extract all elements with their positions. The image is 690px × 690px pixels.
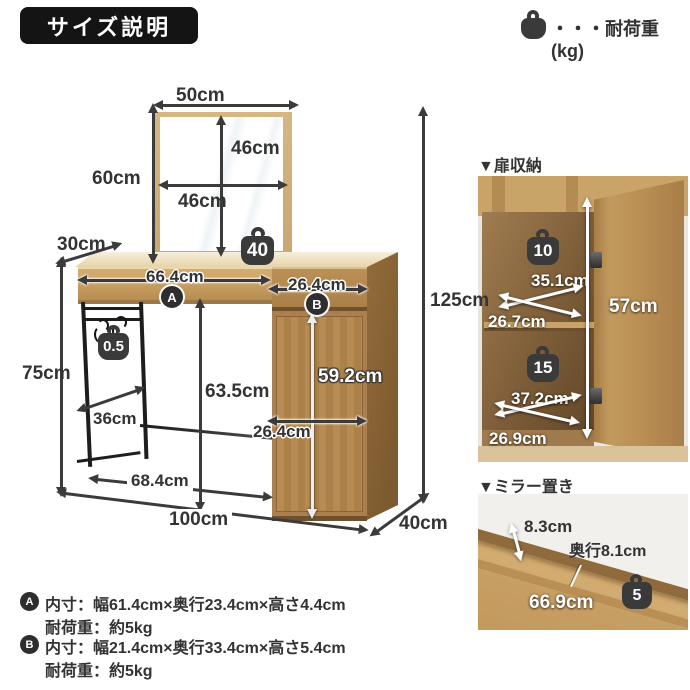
- mirror-tray-group: [478, 526, 688, 630]
- cabinet-door-area: [272, 311, 367, 516]
- dim-label-door-inner-height: 57cm: [609, 296, 658, 317]
- door-hinge: [590, 388, 602, 404]
- footnote-badge-a: A: [20, 592, 39, 611]
- footnote-a-line2: 耐荷重：約5kg: [45, 620, 153, 637]
- dim-label-mirror-inner-width: 46cm: [178, 191, 227, 212]
- dim-label-mirror-height: 60cm: [92, 168, 141, 189]
- photo-upper-post: [566, 176, 578, 216]
- weight-icon-handle: [630, 574, 642, 582]
- interior-floor: [482, 430, 594, 450]
- dim-arrow-drawer-b: [268, 284, 368, 293]
- dim-label-clearance-height: 63.5cm: [205, 381, 270, 402]
- door-storage-heading: ▼扉収納: [478, 158, 542, 175]
- dim-label-drawer-a: 66.4cm: [146, 267, 204, 286]
- leg-back: [139, 301, 149, 459]
- tray-weight-value: 5: [622, 582, 652, 609]
- hook-rail: [84, 318, 140, 321]
- dim-arrow-clearance-height: [195, 298, 204, 512]
- dim-label-total-depth: 40cm: [399, 513, 448, 534]
- weight-icon-handle: [251, 227, 265, 236]
- weight-icon-body: [521, 18, 546, 39]
- hook-weight-value: 0.5: [98, 333, 129, 360]
- leg-top-rail: [84, 307, 140, 310]
- weight-icon-handle: [536, 346, 549, 354]
- section-badge-a: A: [161, 286, 183, 308]
- weight-legend-label: ・・・耐荷重(kg): [551, 19, 659, 61]
- photo-floor: [478, 446, 688, 462]
- photo-upper-post: [492, 176, 505, 216]
- dim-label-total-width: 100cm: [165, 509, 233, 531]
- dim-label-door-upper-depth: 26.7cm: [488, 312, 546, 331]
- weight-icon-handle: [527, 10, 539, 19]
- dim-arrow-mirror-inner-width: [158, 180, 288, 189]
- weight-icon-handle: [107, 325, 120, 333]
- dim-arrow-mirror-width: [153, 100, 299, 109]
- interior-shelf: [484, 322, 594, 331]
- dim-label-cabinet-inner-height: 59.2cm: [318, 366, 383, 387]
- mirror-shelf-heading: ▼ミラー置き: [478, 479, 574, 496]
- dim-label-cabinet-width: 26.4cm: [253, 422, 311, 441]
- leg-front: [81, 301, 93, 467]
- dim-label-drawer-b: 26.4cm: [288, 275, 346, 294]
- weight-icon-handle: [536, 229, 549, 237]
- door-storage-photo: [478, 176, 688, 462]
- page-title: サイズ説明: [20, 7, 198, 44]
- footnote-b-line2: 耐荷重：約5kg: [45, 663, 153, 680]
- dim-arrow-hanger-width: [84, 389, 138, 410]
- desk-top-surface: [75, 252, 398, 267]
- dim-arrow-cabinet-width: [267, 416, 367, 425]
- dim-arrow-total-height: [418, 106, 427, 504]
- dim-arrow-drawer-a: [77, 275, 271, 284]
- dim-label-desk-height: 75cm: [22, 363, 71, 384]
- dim-label-total-height: 125cm: [430, 290, 490, 311]
- mirror-shelf-photo: [478, 494, 688, 630]
- open-door: [594, 180, 684, 460]
- dim-label-door-lower-width: 37.2cm: [511, 389, 569, 408]
- dim-label-mirror-width: 50cm: [176, 85, 225, 106]
- door-hinge: [590, 252, 602, 268]
- cabinet-door: [276, 316, 363, 512]
- dim-label-door-lower-depth: 26.9cm: [489, 429, 547, 448]
- dim-arrow-door-inner-height: [582, 197, 591, 439]
- dim-label-legs-span: 68.4cm: [127, 471, 193, 491]
- dim-label-mirror-inner-height: 46cm: [231, 138, 280, 159]
- mirror-weight-value: 40: [241, 236, 274, 265]
- dim-arrow-mirror-height: [148, 103, 157, 264]
- dim-label-tray-depth: 奥行8.1cm: [569, 543, 647, 560]
- dim-label-top-depth: 30cm: [57, 234, 106, 255]
- dim-label-tray-inner-height: 8.3cm: [524, 517, 573, 536]
- cabinet-side-panel: [367, 252, 398, 520]
- dim-label-hanger-width: 36cm: [93, 409, 137, 428]
- leg-floor-runner: [76, 451, 141, 463]
- footnote-badge-b: B: [20, 635, 39, 654]
- footnote-a-line1: 内寸：幅61.4cm×奥行23.4cm×高さ4.4cm: [45, 597, 346, 614]
- dim-arrow-cabinet-inner-height: [307, 313, 316, 519]
- cabinet-base-strip: [272, 516, 367, 521]
- section-badge-b: B: [306, 293, 328, 315]
- footnote-b-line1: 内寸：幅21.4cm×奥行33.4cm×高さ5.4cm: [45, 640, 346, 657]
- dim-label-tray-inner-width: 66.9cm: [529, 592, 594, 613]
- door-lower-weight-value: 15: [527, 354, 559, 382]
- door-upper-weight-value: 10: [527, 237, 559, 265]
